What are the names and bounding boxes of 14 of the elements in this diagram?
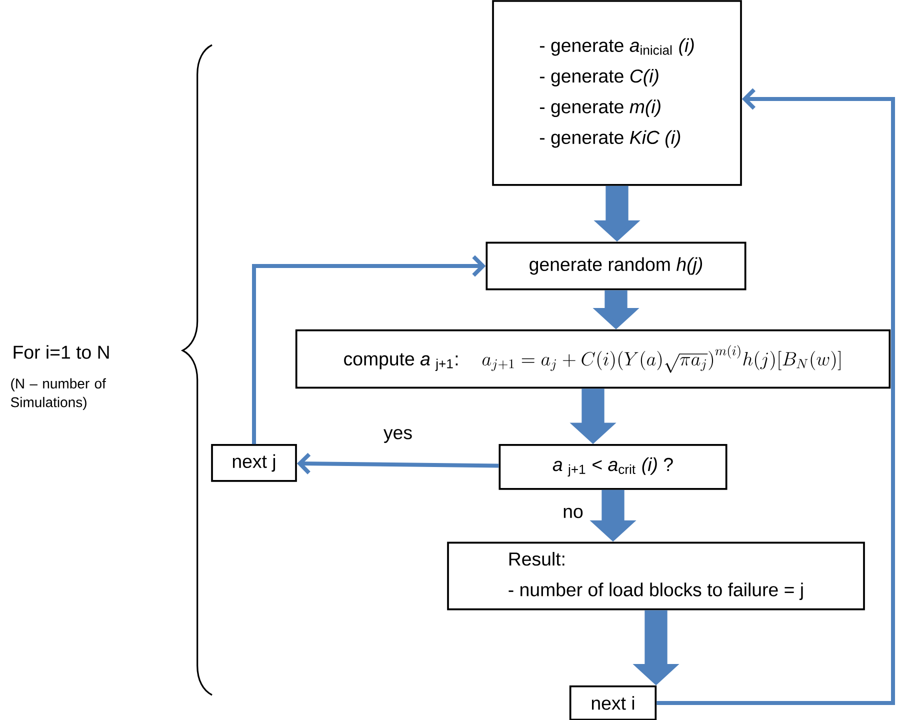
process-box: next j [211, 444, 297, 482]
loop-label: For i=1 to N [14, 345, 109, 359]
edge-label: yes [382, 428, 414, 444]
process-box: next i [569, 685, 657, 720]
process-box: generate random h(j) [486, 242, 746, 290]
edge-label: no [561, 506, 585, 520]
arrow [296, 452, 499, 474]
arrow [252, 255, 486, 444]
decision-box: a $_{j+1}$ < a$_{crit}$ (i) ? [498, 444, 728, 490]
process-box: - generate a$_{inicial}$ (i) - generate C(i) - generate m(i) - generate KiC (i) [492, 0, 742, 186]
process-box: compute a $_{j+1}$: $a_{j+1} = a_j + C(i)\Big(Y(a)\sqrt{\pi a_j}\Big)^{m(i)} h(j)\big[B_N(w)\big]$ [295, 329, 891, 389]
arrow [656, 88, 895, 705]
note-text: (N – number of Simulations) [10, 378, 106, 410]
result-box: Result: - number of load blocks to failure = j [447, 542, 865, 610]
